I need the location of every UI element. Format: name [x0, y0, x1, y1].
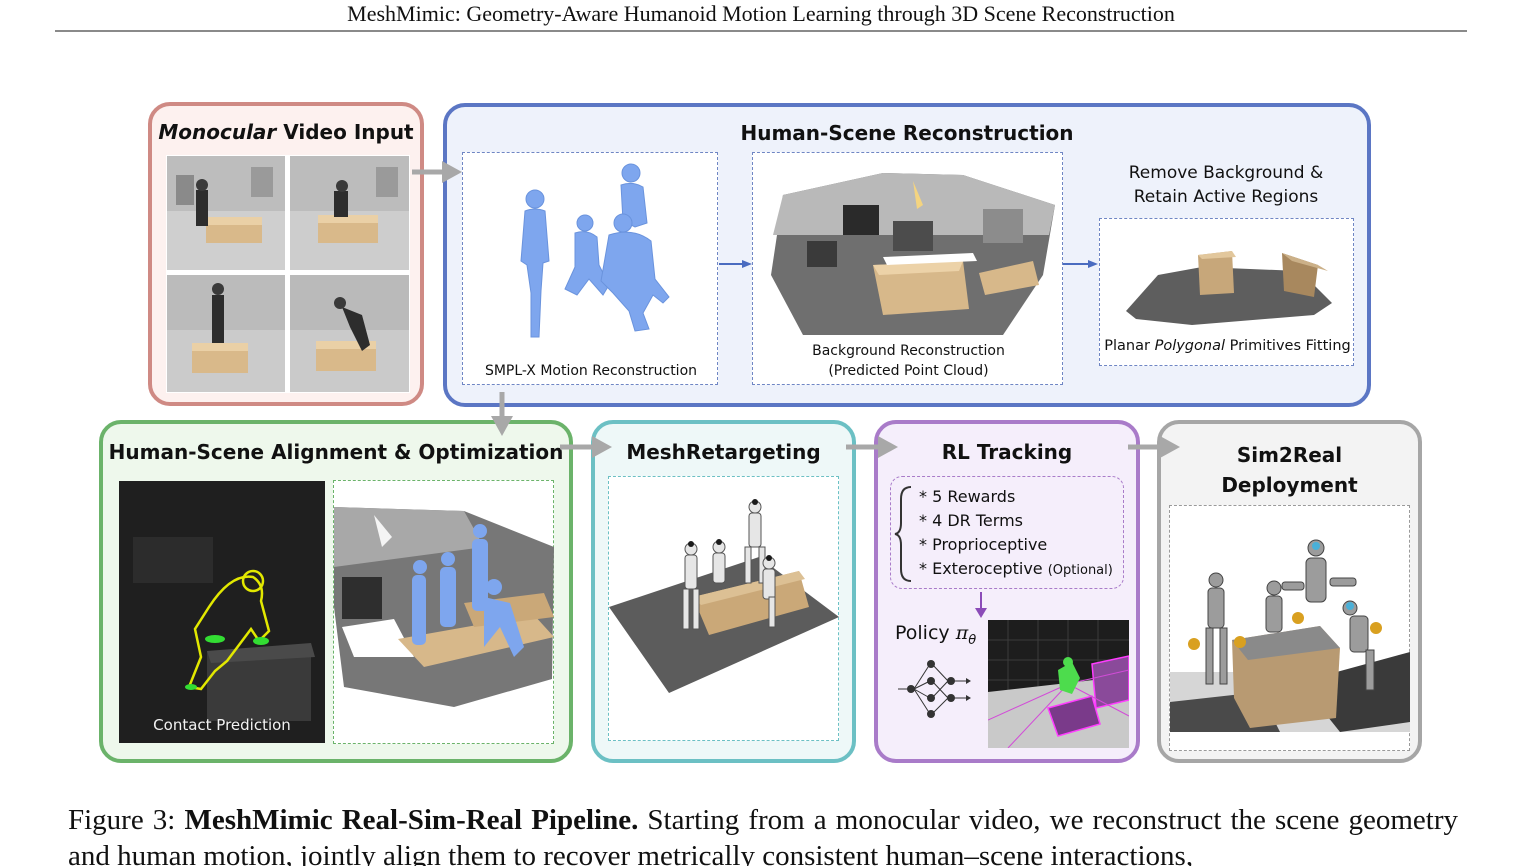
contact-prediction-image: Contact Prediction	[119, 481, 325, 743]
rl-term-dr: * 4 DR Terms	[919, 511, 1023, 530]
policy-subscript: θ	[968, 632, 977, 648]
arrow-retargeting-to-rl	[846, 436, 898, 458]
primitive-caption-post: Primitives Fitting	[1224, 338, 1351, 354]
rl-term-optional-note: (Optional)	[1047, 563, 1113, 578]
arrow-recon-to-alignment	[491, 392, 513, 436]
background-recon-caption-line1: Background Reconstruction	[812, 343, 1005, 359]
video-frame-3	[167, 275, 285, 392]
background-recon-caption: Background Reconstruction (Predicted Poi…	[753, 341, 1064, 381]
smplx-human-meshes	[520, 163, 670, 338]
arrow-alignment-to-retargeting	[560, 436, 612, 458]
figure-caption-label: Figure 3:	[68, 804, 185, 836]
planar-primitives-image	[1126, 251, 1332, 325]
video-frames-grid	[166, 155, 410, 393]
rl-tracking-panel-title: RL Tracking	[941, 440, 1073, 464]
remove-background-caption: Remove Background & Retain Active Region…	[1098, 161, 1354, 209]
real-robot-photo	[1170, 539, 1410, 732]
contact-prediction-caption: Contact Prediction	[153, 716, 291, 734]
arrow-background-to-primitives	[1063, 260, 1098, 268]
deployment-title-line1: Sim2Real	[1236, 443, 1343, 467]
primitive-caption-pre: Planar	[1104, 338, 1155, 354]
rl-term-proprioceptive: * Proprioceptive	[919, 535, 1048, 554]
running-header: MeshMimic: Geometry-Aware Humanoid Motio…	[55, 0, 1467, 32]
policy-label: Policy πθ	[895, 622, 976, 648]
retargeting-panel-title: MeshRetargeting	[626, 440, 821, 464]
arrow-input-to-recon	[412, 161, 462, 183]
background-recon-box: Background Reconstruction (Predicted Poi…	[752, 152, 1063, 385]
arrow-rl-to-deployment	[1128, 436, 1180, 458]
rl-term-exteroceptive: * Exteroceptive (Optional)	[919, 557, 1113, 583]
background-recon-caption-line2: (Predicted Point Cloud)	[828, 363, 989, 379]
remove-background-caption-line2: Retain Active Regions	[1133, 187, 1319, 207]
neural-network-icon	[898, 660, 971, 718]
arrow-smplx-to-background	[719, 260, 752, 268]
rl-term-rewards: * 5 Rewards	[919, 487, 1016, 506]
rl-term-exteroceptive-label: * Exteroceptive	[919, 559, 1043, 578]
retargeting-image	[609, 499, 839, 693]
terms-to-policy-arrow	[975, 592, 987, 618]
retargeting-box	[608, 476, 839, 741]
alignment-panel-title: Human-Scene Alignment & Optimization	[108, 440, 564, 464]
point-cloud-image	[771, 173, 1055, 335]
input-title-italic: Monocular	[158, 120, 277, 144]
figure-caption-text: Starting from a monocular video, we reco…	[68, 804, 1458, 866]
rl-terms-box: * 5 Rewards * 4 DR Terms * Proprioceptiv…	[890, 476, 1124, 589]
simulation-image	[988, 620, 1129, 748]
figure-caption: Figure 3: MeshMimic Real-Sim-Real Pipeli…	[68, 802, 1458, 866]
remove-background-caption-line1: Remove Background &	[1128, 163, 1324, 183]
smplx-box: SMPL-X Motion Reconstruction	[462, 152, 718, 385]
input-title-rest: Video Input	[276, 120, 414, 144]
input-panel-title: Monocular Video Input	[152, 120, 420, 144]
reconstruction-panel-title: Human-Scene Reconstruction	[740, 121, 1074, 145]
deployment-title-line2: Deployment	[1221, 473, 1358, 497]
deployment-box	[1169, 505, 1410, 751]
primitive-caption-italic: Polygonal	[1154, 338, 1225, 354]
figure-caption-bold: MeshMimic Real-Sim-Real Pipeline.	[184, 804, 639, 836]
video-frame-2	[290, 156, 409, 270]
rl-terms-list: * 5 Rewards * 4 DR Terms * Proprioceptiv…	[919, 485, 1113, 583]
aligned-scene-image	[334, 507, 554, 707]
input-panel: Monocular Video Input	[148, 102, 424, 406]
video-frame-1	[167, 156, 285, 270]
policy-symbol: π	[955, 622, 969, 644]
deployment-panel-title: Sim2Real Deployment	[1161, 440, 1418, 500]
curly-brace-icon	[894, 486, 912, 582]
smplx-caption: SMPL-X Motion Reconstruction	[484, 363, 698, 379]
planar-primitives-box: Planar Polygonal Primitives Fitting	[1099, 218, 1354, 366]
video-frame-4	[290, 275, 409, 392]
policy-word: Policy	[895, 622, 950, 644]
aligned-scene-box	[333, 480, 554, 744]
contact-prediction-drawing	[133, 537, 315, 721]
planar-primitives-caption: Planar Polygonal Primitives Fitting	[1100, 336, 1355, 356]
